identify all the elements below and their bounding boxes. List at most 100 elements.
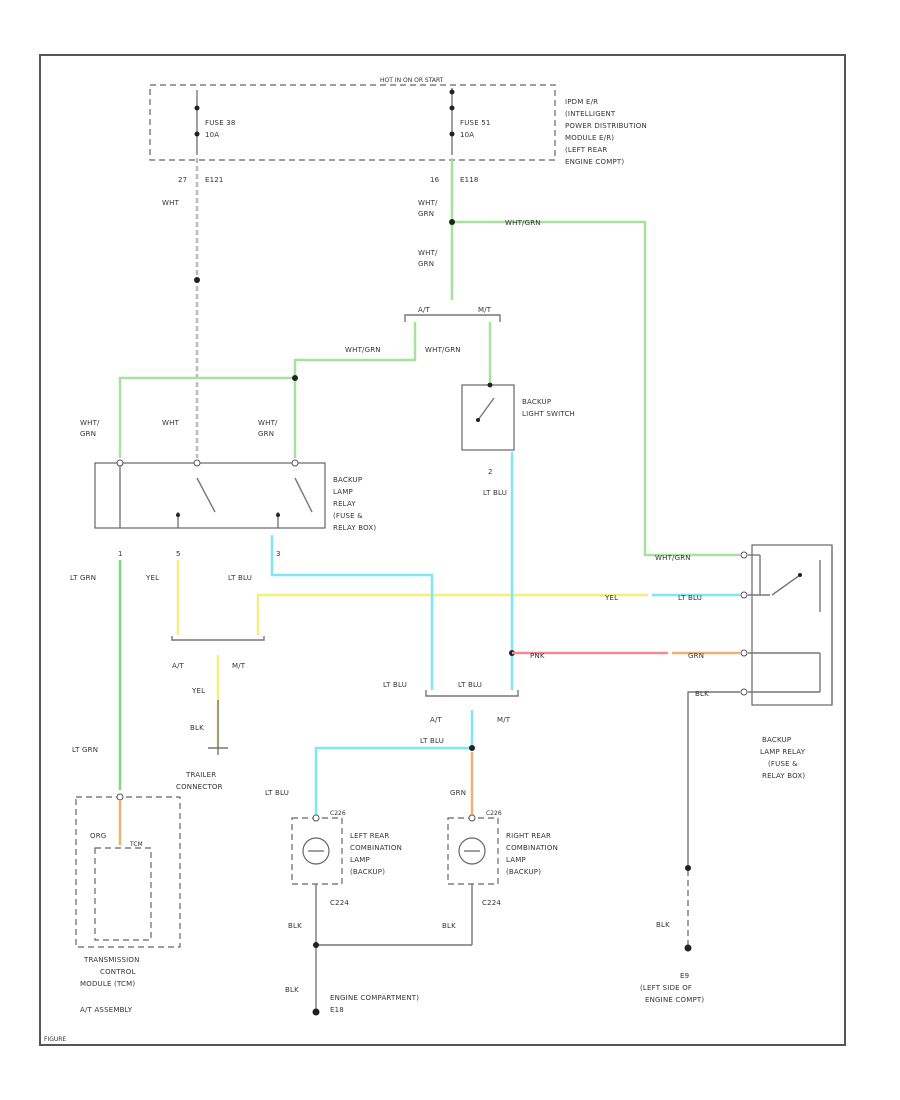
diagram-frame <box>39 54 846 1046</box>
svg-text:BACKUP: BACKUP <box>762 736 791 744</box>
wire-label-pnk: PNK <box>530 652 545 660</box>
wire-yel-long <box>256 593 648 635</box>
svg-text:(BACKUP): (BACKUP) <box>350 868 385 876</box>
svg-text:GRN: GRN <box>418 210 434 218</box>
label-mt-lamps: M/T <box>497 716 511 724</box>
svg-text:10A: 10A <box>460 131 474 139</box>
svg-text:MODULE E/R): MODULE E/R) <box>565 134 614 142</box>
svg-text:RELAY BOX): RELAY BOX) <box>333 524 376 532</box>
trailer-connector: TRAILER CONNECTOR <box>176 655 228 791</box>
svg-text:WHT/: WHT/ <box>418 249 438 257</box>
wire-label-lt-blu-right: LT BLU <box>678 594 702 602</box>
svg-text:FUSE 51: FUSE 51 <box>460 119 491 127</box>
svg-text:ENGINE COMPARTMENT): ENGINE COMPARTMENT) <box>330 994 419 1002</box>
wire-label-wht-grn-top: WHT/GRN <box>505 219 541 227</box>
svg-text:CONNECTOR: CONNECTOR <box>176 783 223 791</box>
lamp-ground-wires <box>312 884 473 1016</box>
svg-text:TRANSMISSION: TRANSMISSION <box>83 956 140 964</box>
switch-pin-2: 2 <box>488 468 493 476</box>
conn-e121: E121 <box>205 176 224 184</box>
svg-text:WHT/: WHT/ <box>418 199 438 207</box>
ipdm-box <box>149 84 556 161</box>
relay-pin-1: 1 <box>118 550 123 558</box>
wire-label-lt-blu-at: LT BLU <box>383 681 407 689</box>
svg-text:LAMP RELAY: LAMP RELAY <box>760 748 806 756</box>
wire-label-lt-blu-switch: LT BLU <box>483 489 507 497</box>
svg-text:E9: E9 <box>680 972 689 980</box>
svg-text:E18: E18 <box>330 1006 344 1014</box>
svg-text:(FUSE &: (FUSE & <box>333 512 363 520</box>
wire-label-grn-relay: GRN <box>688 652 704 660</box>
wire-wht-grn-main <box>449 158 740 557</box>
svg-text:(INTELLIGENT: (INTELLIGENT <box>565 110 616 118</box>
wire-label-lt-blu-left-lamp: LT BLU <box>265 789 289 797</box>
svg-text:IPDM E/R: IPDM E/R <box>565 98 598 106</box>
svg-text:BACKUP: BACKUP <box>522 398 551 406</box>
backup-lamp-relay-right: BACKUP LAMP RELAY (FUSE & RELAY BOX) <box>740 544 833 780</box>
svg-text:LEFT REAR: LEFT REAR <box>350 832 389 840</box>
svg-text:COMBINATION: COMBINATION <box>506 844 558 852</box>
svg-text:MODULE (TCM): MODULE (TCM) <box>80 980 135 988</box>
ground-e9: E9 (LEFT SIDE OF ENGINE COMPT) <box>640 972 704 1004</box>
conn-16: 16 <box>430 176 440 184</box>
wire-label-wht-top: WHT <box>162 199 180 207</box>
svg-text:POWER DISTRIBUTION: POWER DISTRIBUTION <box>565 122 647 130</box>
transmission-control-module: TCM TRANSMISSION CONTROL MODULE (TCM) <box>75 793 181 988</box>
svg-text:GRN: GRN <box>418 260 434 268</box>
conn-27: 27 <box>178 176 187 184</box>
svg-text:GRN: GRN <box>80 430 96 438</box>
hot-in-label: HOT IN ON OR START <box>380 77 444 84</box>
wire-label-grn-lamp: GRN <box>450 789 466 797</box>
svg-text:C226: C226 <box>486 810 502 817</box>
svg-text:(BACKUP): (BACKUP) <box>506 868 541 876</box>
relay-pin-3: 3 <box>276 550 281 558</box>
wire-label-blk-right-ground: BLK <box>656 921 670 929</box>
label-at-lamps: A/T <box>430 716 443 724</box>
backup-lamp-relay-left: BACKUP LAMP RELAY (FUSE & RELAY BOX) <box>94 459 376 532</box>
wire-label-wht-grn-mt: WHT/GRN <box>425 346 461 354</box>
wire-label-lt-blu-mt: LT BLU <box>458 681 482 689</box>
svg-text:10A: 10A <box>205 131 219 139</box>
svg-text:TCM: TCM <box>129 841 143 848</box>
wire-label-yel-2: YEL <box>604 594 618 602</box>
fuse-38: FUSE 38 10A <box>194 90 235 155</box>
pin-c224-right: C224 <box>482 899 501 907</box>
wire-label-wht-grn-4: WHT/ GRN <box>258 419 278 438</box>
wire-label-yel-trailer: YEL <box>191 687 205 695</box>
wire-label-wht-grn-3: WHT/ GRN <box>80 419 100 438</box>
label-mt-top: M/T <box>478 306 492 314</box>
at-mt-split-trailer <box>171 636 265 641</box>
svg-text:WHT/: WHT/ <box>80 419 100 427</box>
wire-label-blk-ground: BLK <box>285 986 299 994</box>
wire-lt-blu-relay <box>270 535 434 690</box>
label-at-top: A/T <box>418 306 431 314</box>
left-rear-combination-lamp: C226 LEFT REAR COMBINATION LAMP (BACKUP) <box>291 810 402 885</box>
wire-label-blk-trailer: BLK <box>190 724 204 732</box>
svg-text:LAMP: LAMP <box>350 856 370 864</box>
svg-text:(LEFT REAR: (LEFT REAR <box>565 146 607 154</box>
wire-wht-grn-at <box>118 322 417 458</box>
pin-c224-left: C224 <box>330 899 349 907</box>
svg-text:LIGHT SWITCH: LIGHT SWITCH <box>522 410 575 418</box>
corner-figure-id: FIGURE <box>44 1036 66 1043</box>
wire-label-lt-grn-2: LT GRN <box>72 746 98 754</box>
at-mt-split-lamps <box>425 690 519 697</box>
wire-label-org-tcm: ORG <box>90 832 106 840</box>
wire-label-yel-1: YEL <box>145 574 159 582</box>
wire-lt-blu-left-lamp <box>314 746 472 815</box>
ground-engine-compartment: ENGINE COMPARTMENT) E18 <box>330 994 419 1014</box>
wire-label-lt-grn-1: LT GRN <box>70 574 96 582</box>
svg-text:ENGINE COMPT): ENGINE COMPT) <box>565 158 624 166</box>
svg-text:BACKUP: BACKUP <box>333 476 362 484</box>
right-rear-combination-lamp: C226 RIGHT REAR COMBINATION LAMP (BACKUP… <box>447 810 558 885</box>
svg-text:LAMP: LAMP <box>506 856 526 864</box>
svg-text:COMBINATION: COMBINATION <box>350 844 402 852</box>
wire-label-wht-grn-2: WHT/ GRN <box>418 249 438 268</box>
wire-blk-right-ground <box>684 691 740 952</box>
svg-text:LAMP: LAMP <box>333 488 353 496</box>
at-assembly-label: A/T ASSEMBLY <box>80 1006 133 1014</box>
wire-label-blk-relay: BLK <box>695 690 709 698</box>
svg-text:RELAY BOX): RELAY BOX) <box>762 772 805 780</box>
ipdm-label: IPDM E/R (INTELLIGENT POWER DISTRIBUTION… <box>565 98 647 166</box>
svg-text:C226: C226 <box>330 810 346 817</box>
